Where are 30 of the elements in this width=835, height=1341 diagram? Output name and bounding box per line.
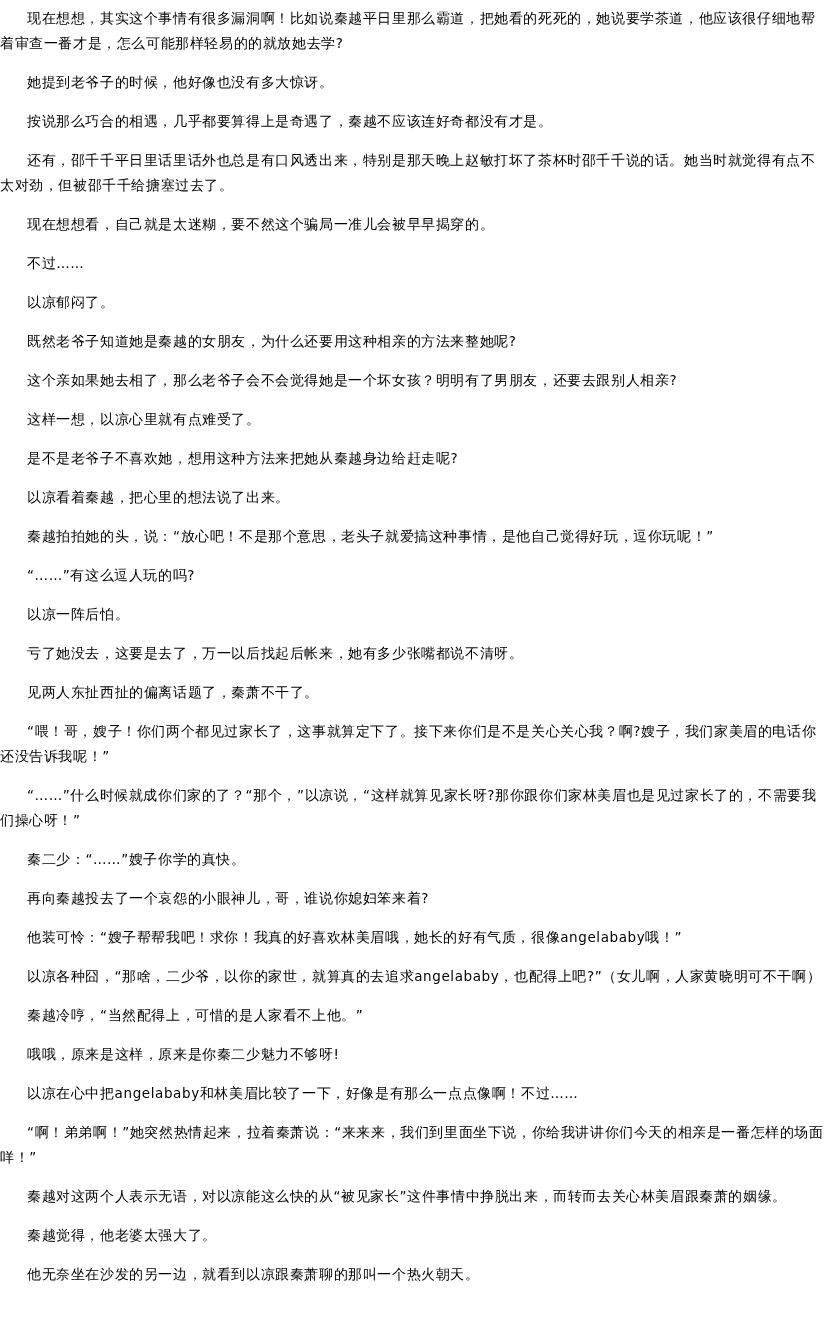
paragraph: “……”什么时候就成你们家的了？“那个，”以凉说，“这样就算见家长呀?那你跟你们家林美眉也是见过家长了的，不需要我们操心呀！” [0,786,818,830]
paragraph: 以凉看着秦越，把心里的想法说了出来。 [26,488,291,507]
paragraph: 秦越冷哼，“当然配得上，可惜的是人家看不上他。” [26,1006,365,1025]
paragraph: “……”有这么逗人玩的吗? [26,566,196,585]
paragraph: 哦哦，原来是这样，原来是你秦二少魅力不够呀! [26,1045,341,1064]
paragraph: 秦越觉得，他老婆太强大了。 [26,1226,218,1245]
paragraph: 是不是老爷子不喜欢她，想用这种方法来把她从秦越身边给赶走呢? [26,449,460,468]
paragraph: 秦二少：“……”嫂子你学的真快。 [26,850,247,869]
paragraph: 按说那么巧合的相遇，几乎都要算得上是奇遇了，秦越不应该连好奇都没有才是。 [26,112,554,131]
paragraph: 再向秦越投去了一个哀怨的小眼神儿，哥，谁说你媳妇笨来着? [26,889,430,908]
paragraph: 他无奈坐在沙发的另一边，就看到以凉跟秦萧聊的那叫一个热火朝天。 [26,1265,481,1284]
paragraph: 以凉在心中把angelababy和林美眉比较了一下，好像是有那么一点点像啊！不过…… [26,1084,580,1103]
paragraph: 现在想想，其实这个事情有很多漏洞啊！比如说秦越平日里那么霸道，把她看的死死的，她说要学茶道，他应该很仔细地帮着审查一番才是，怎么可能那样轻易的的就放她去学? [0,9,817,53]
paragraph: “喂！哥，嫂子！你们两个都见过家长了，这事就算定下了。接下来你们是不是关心关心我？啊?嫂子，我们家美眉的电话你还没告诉我呢！” [0,722,818,766]
paragraph: 这个亲如果她去相了，那么老爷子会不会觉得她是一个坏女孩？明明有了男朋友，还要去跟别人相亲? [26,371,679,390]
paragraph: 秦越对这两个人表示无语，对以凉能这么快的从“被见家长”这件事情中挣脱出来，而转而去关心林美眉跟秦萧的姻缘。 [26,1187,788,1206]
paragraph: 亏了她没去，这要是去了，万一以后找起后帐来，她有多少张嘴都说不清呀。 [26,644,525,663]
paragraph: 她提到老爷子的时候，他好像也没有多大惊讶。 [26,73,335,92]
paragraph: 以凉各种囧，“那啥，二少爷，以你的家世，就算真的去追求angelababy，也配得上吧?”（女儿啊，人家黄晓明可不干啊） [26,967,823,986]
paragraph: “啊！弟弟啊！”她突然热情起来，拉着秦萧说：“来来来，我们到里面坐下说，你给我讲讲你们今天的相亲是一番怎样的场面咩！” [0,1123,825,1167]
paragraph: 还有，邵千千平日里话里话外也总是有口风透出来，特别是那天晚上赵敏打坏了茶杯时邵千千说的话。她当时就觉得有点不太对劲，但被邵千千给搪塞过去了。 [0,151,817,195]
paragraph: 现在想想看，自己就是太迷糊，要不然这个骗局一准儿会被早早揭穿的。 [26,215,496,234]
paragraph: 他装可怜：“嫂子帮帮我吧！求你！我真的好喜欢林美眉哦，她长的好有气质，很像angelababy哦！” [26,928,684,947]
paragraph: 既然老爷子知道她是秦越的女朋友，为什么还要用这种相亲的方法来整她呢? [26,332,518,351]
paragraph: 见两人东扯西扯的偏离话题了，秦萧不干了。 [26,683,320,702]
paragraph: 以凉郁闷了。 [26,293,116,312]
paragraph: 这样一想，以凉心里就有点难受了。 [26,410,262,429]
paragraph: 秦越拍拍她的头，说：“放心吧！不是那个意思，老头子就爱搞这种事情，是他自己觉得好玩，逗你玩呢！” [26,527,715,546]
paragraph: 不过…… [26,254,86,273]
paragraph: 以凉一阵后怕。 [26,605,131,624]
